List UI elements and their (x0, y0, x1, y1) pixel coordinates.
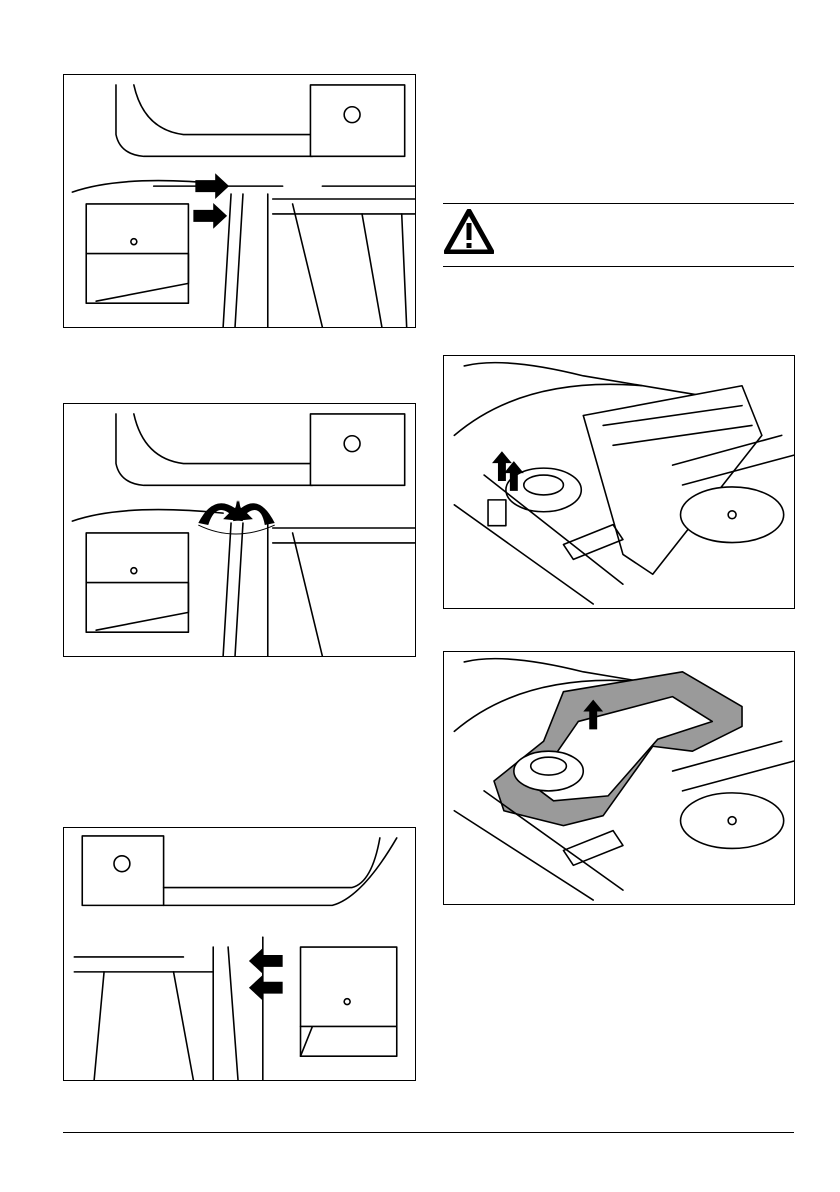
warning-top-rule (443, 203, 794, 204)
warning-triangle-icon (444, 209, 494, 254)
figure-2-rotate-cable (63, 403, 416, 657)
figure-4-drawing (444, 356, 794, 608)
warning-bottom-rule (443, 266, 794, 267)
figure-5-bracket-removed (443, 651, 795, 905)
figure-3-drawing (64, 828, 415, 1080)
figure-1-drawing (64, 75, 415, 327)
figure-1-cable-nuts (63, 74, 416, 328)
figure-4-lift-deck (443, 355, 795, 609)
footer-rule (63, 1132, 794, 1133)
figure-5-drawing (444, 652, 794, 904)
figure-2-drawing (64, 404, 415, 656)
figure-3-cable-nuts-right (63, 827, 416, 1081)
